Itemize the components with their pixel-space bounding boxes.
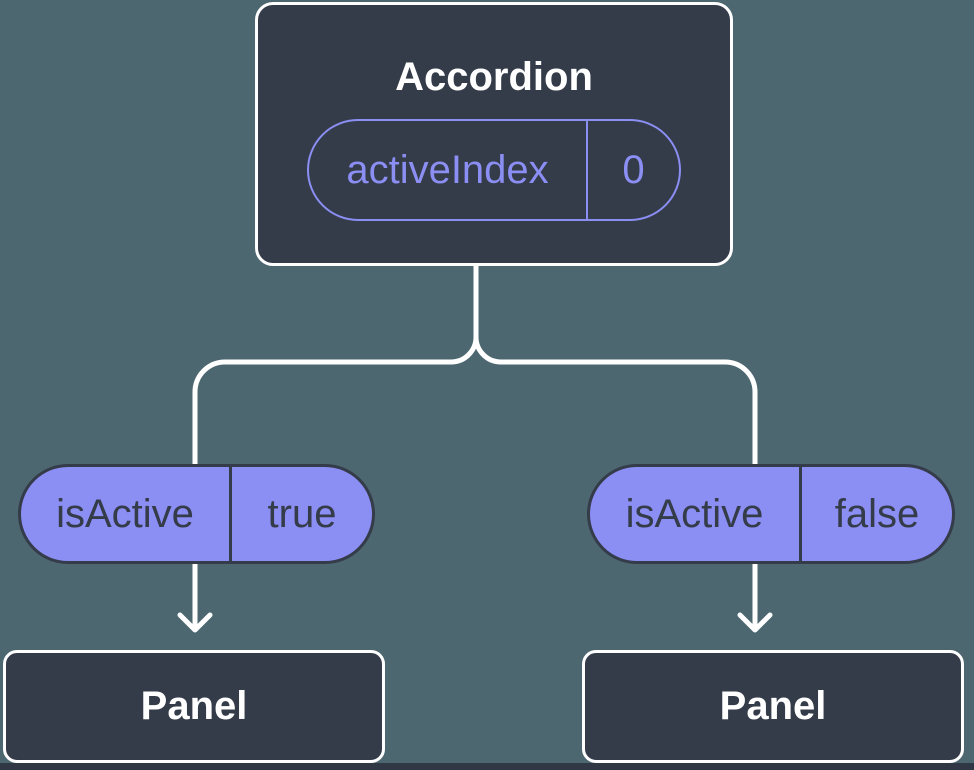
panel-node-left: Panel: [3, 650, 385, 763]
accordion-node-title: Accordion: [395, 55, 593, 99]
arrow-down-icon: [737, 612, 773, 633]
state-name: activeIndex: [309, 121, 588, 219]
state-value: 0: [622, 147, 645, 192]
connector-left-branch: [192, 263, 479, 631]
prop-value-right: false: [834, 491, 920, 536]
prop-name-left: isActive: [21, 467, 232, 561]
prop-pill-right: isActive false: [587, 464, 955, 564]
connector-right-branch: [473, 263, 758, 631]
prop-name-right: isActive: [590, 467, 802, 561]
panel-node-right: Panel: [582, 650, 964, 763]
prop-pill-left: isActive true: [18, 464, 375, 564]
page-background-strip: [0, 763, 974, 770]
arrow-down-icon: [177, 612, 213, 633]
prop-value-left: true: [267, 491, 337, 536]
accordion-node: Accordion activeIndex 0: [255, 2, 733, 266]
state-pill: activeIndex 0: [307, 119, 681, 221]
